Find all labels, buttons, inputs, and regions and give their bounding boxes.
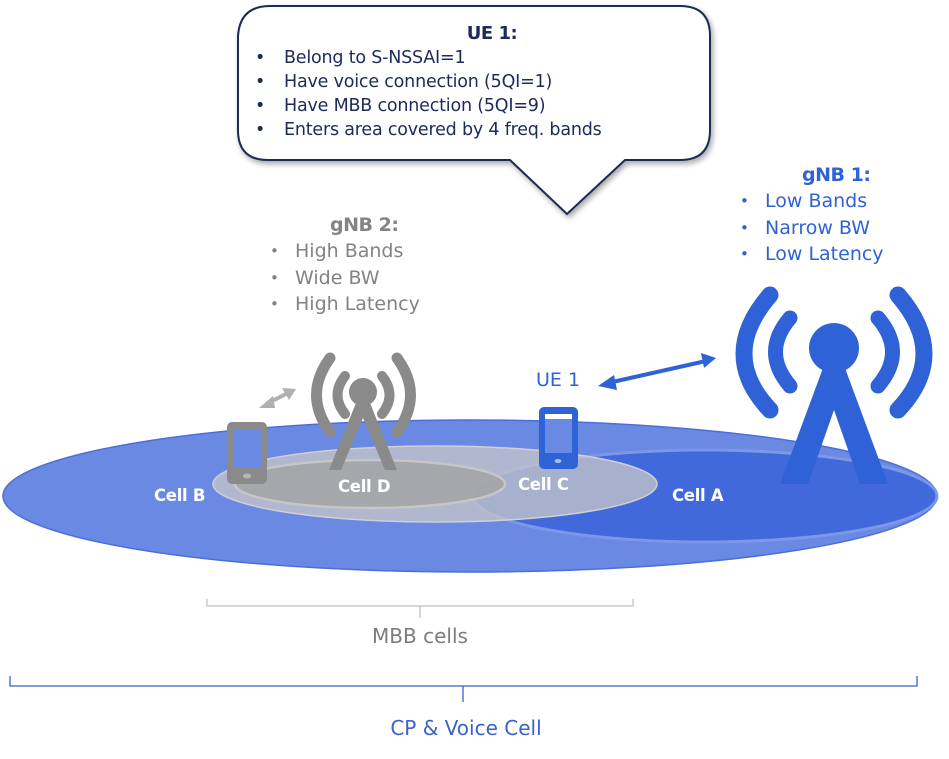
gnb2-title: gNB 2: [330, 214, 399, 236]
cp-voice-cell-brace [9, 676, 918, 702]
gnb2-antenna-icon [311, 352, 416, 470]
cell-c-label: Cell C [518, 475, 569, 494]
gnb1-title: gNB 1: [802, 164, 871, 186]
callout-item: Have voice connection (5QI=1) [252, 70, 692, 94]
gnb2-item: Wide BW [268, 265, 420, 292]
cell-a-label: Cell A [672, 486, 724, 505]
ue1-link-arrow-icon [598, 353, 716, 390]
gnb1-antenna-icon [735, 286, 933, 484]
gnb2-item: High Latency [268, 291, 420, 318]
gnb2-info: gNB 2: High Bands Wide BW High Latency [268, 212, 420, 318]
callout-item: Have MBB connection (5QI=9) [252, 94, 692, 118]
gray-double-arrow-icon [259, 388, 296, 408]
gnb1-item: Low Bands [738, 188, 884, 215]
phone-gray-icon [227, 422, 267, 484]
callout-item: Belong to S-NSSAI=1 [252, 46, 692, 70]
gnb2-item: High Bands [268, 238, 420, 265]
gnb1-list: Low Bands Narrow BW Low Latency [738, 188, 884, 268]
ue1-callout: UE 1: Belong to S-NSSAI=1 Have voice con… [252, 22, 692, 142]
gnb1-item: Low Latency [738, 241, 884, 268]
mbb-cells-brace [206, 599, 634, 618]
gnb2-list: High Bands Wide BW High Latency [268, 238, 420, 318]
gnb1-info: gNB 1: Low Bands Narrow BW Low Latency [738, 162, 884, 268]
ue1-label: UE 1 [536, 369, 581, 391]
callout-item: Enters area covered by 4 freq. bands [252, 118, 692, 142]
cell-b-label: Cell B [154, 486, 206, 505]
cp-voice-cell-label: CP & Voice Cell [390, 716, 542, 740]
gnb1-item: Narrow BW [738, 215, 884, 242]
callout-title: UE 1: [466, 23, 518, 44]
mbb-cells-label: MBB cells [372, 624, 468, 648]
callout-list: Belong to S-NSSAI=1 Have voice connectio… [252, 46, 692, 142]
cell-d-label: Cell D [338, 477, 391, 496]
phone-ue1-icon [539, 407, 578, 469]
